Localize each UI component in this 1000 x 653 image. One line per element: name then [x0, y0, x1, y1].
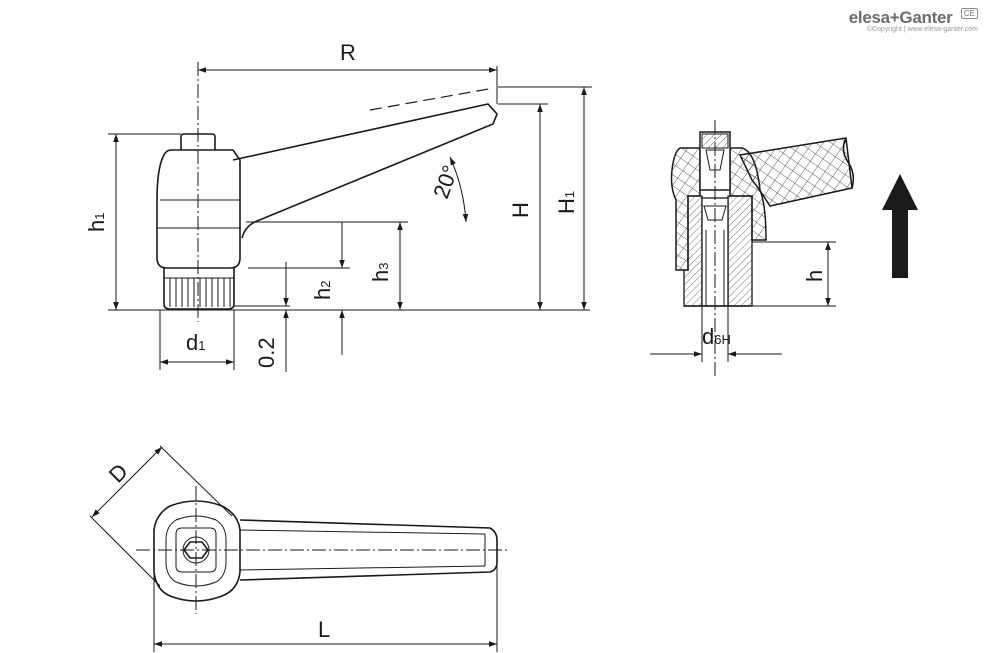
knurling [169, 278, 231, 307]
ce-mark: CE [960, 8, 978, 19]
side-view: R h1 H H1 h3 h2 0.2 d1 20° [84, 40, 592, 372]
dim-arc-angle [449, 156, 469, 223]
lever-arm-outline [232, 103, 498, 239]
top-view: D L [89, 445, 510, 652]
break-line [842, 137, 855, 189]
label-D: D [104, 459, 133, 488]
hub-outline [156, 149, 241, 269]
label-gap: 0.2 [254, 337, 279, 368]
body-right-section [729, 147, 767, 241]
bush-outline [163, 268, 235, 310]
phantom-lever [369, 87, 495, 111]
lever-tip-line [487, 103, 498, 115]
brand-copyright: ©Copyright | www.elesa-ganter.com [866, 26, 978, 33]
label-d1: d1 [186, 330, 205, 355]
label-h3: h3 [368, 263, 393, 282]
label-R: R [340, 40, 356, 65]
direction-arrow-icon [882, 174, 918, 278]
brand-logo: elesa+Ganter CE ©Copyright | www.elesa-g… [849, 8, 978, 33]
label-L: L [318, 617, 330, 642]
brand-name: elesa+Ganter [848, 8, 953, 27]
label-angle: 20° [428, 162, 463, 202]
insert-right-section [727, 195, 753, 307]
label-H: H [508, 202, 533, 218]
label-h2: h2 [310, 281, 335, 300]
label-H1: H1 [554, 191, 579, 214]
section-view: h d6H [650, 120, 918, 378]
dim-line-D [91, 446, 163, 518]
label-d6H: d6H [702, 324, 731, 349]
top-lever-outline [239, 519, 498, 581]
label-h1: h1 [84, 213, 109, 232]
label-h: h [802, 270, 827, 282]
